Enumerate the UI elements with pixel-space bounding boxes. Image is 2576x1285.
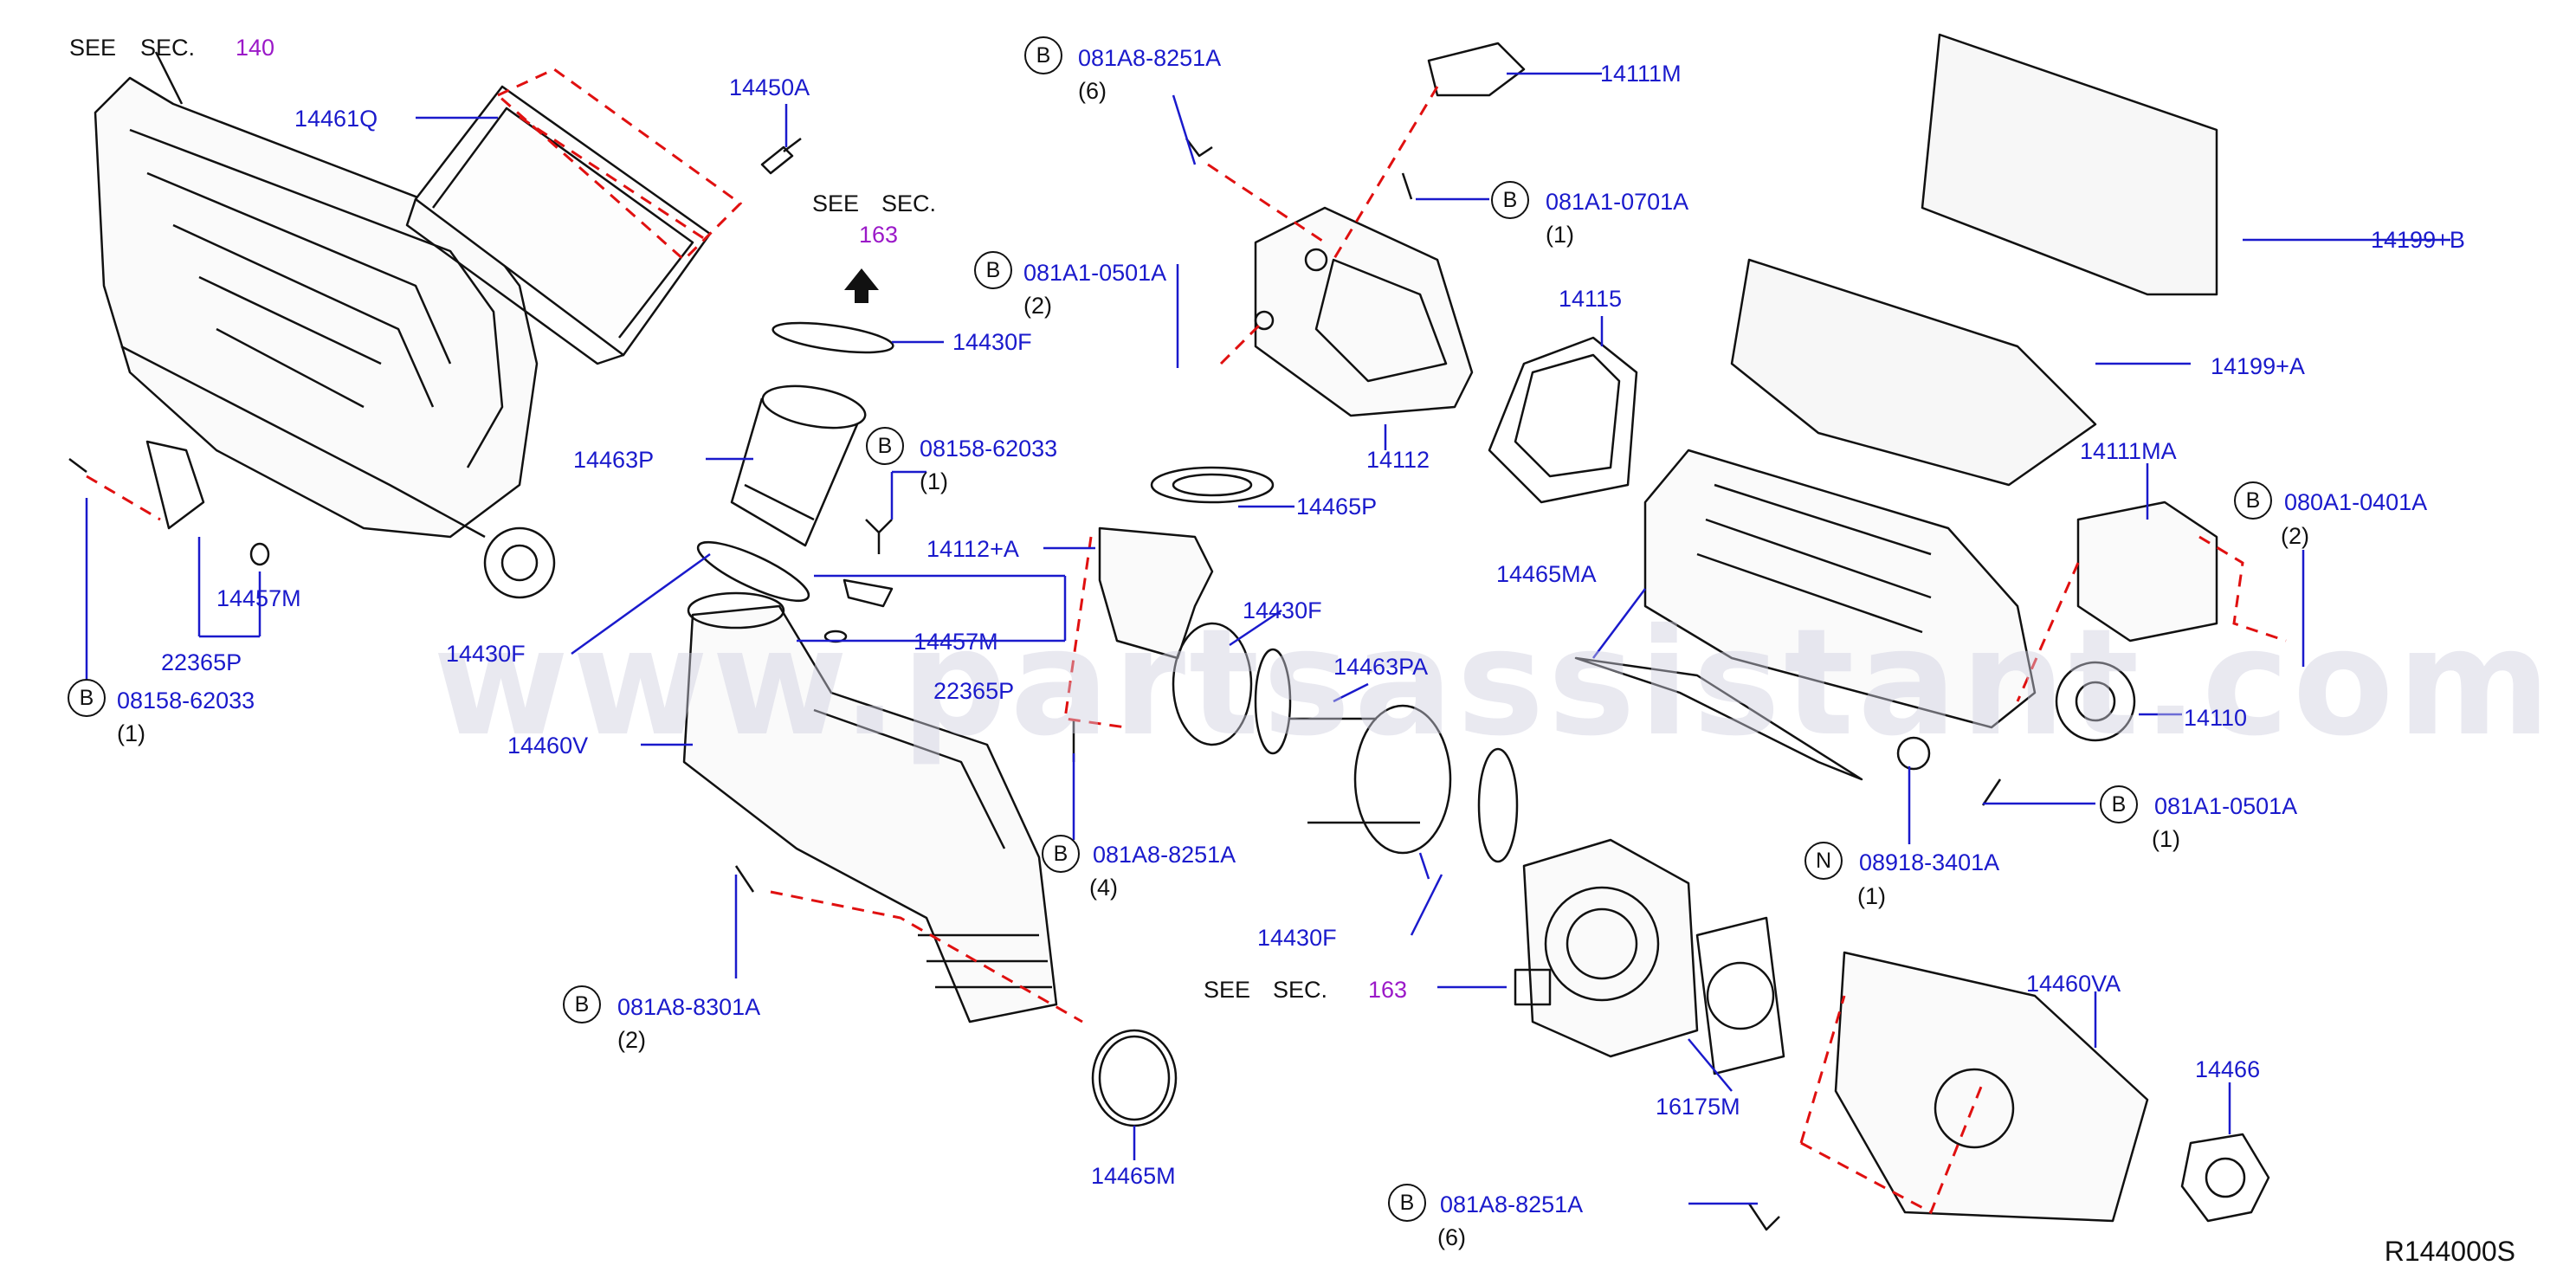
part-14430f[interactable]: 14430F [952,329,1032,355]
sensor-22365p-drawing [68,440,894,643]
air-duct-14460v-drawing [682,591,1058,1023]
see-text: SEE [812,190,860,216]
nut-badge-n: N [1804,842,1843,880]
fastener-08158-62033[interactable]: 08158-62033 [920,436,1058,462]
throttle-body-drawing [1514,838,1699,1058]
fastener-qty: (6) [1437,1224,1466,1250]
part-14460va[interactable]: 14460VA [2026,971,2121,997]
part-14460v[interactable]: 14460V [507,733,589,759]
part-22365p[interactable]: 22365P [161,649,242,675]
bolt-badge-b: B [68,679,106,717]
section-ref-163-top[interactable]: 163 [859,222,899,248]
bolt-14450a-drawing [760,138,802,175]
fastener-qty: (2) [2281,523,2309,549]
section-ref-163-bottom[interactable]: 163 [1368,977,1408,1003]
part-14199b[interactable]: 14199+B [2371,227,2465,253]
part-14430f[interactable]: 14430F [1243,597,1322,623]
fastener-081a8-8251a[interactable]: 081A8-8251A [1078,45,1222,71]
part-14457m[interactable]: 14457M [914,629,998,655]
watermark: www.partsassistant.com [433,597,2554,769]
part-14115[interactable]: 14115 [1559,286,1623,312]
sec-text: SEC. [881,190,937,216]
intake-manifold-drawing [94,51,556,599]
fastener-081a1-0501a[interactable]: 081A1-0501A [1023,260,1167,286]
part-14463p[interactable]: 14463P [573,447,655,473]
fastener-qty: (1) [117,720,145,746]
part-14466[interactable]: 14466 [2195,1056,2261,1082]
part-16175m[interactable]: 16175M [1656,1094,1740,1120]
part-14111ma[interactable]: 14111MA [2080,438,2177,464]
fastener-qty: (4) [1089,875,1118,901]
part-14465m[interactable]: 14465M [1091,1163,1176,1189]
part-14112[interactable]: 14112 [1366,447,1430,473]
bolt-badge-b: B [1042,835,1080,873]
fastener-081a8-8251a[interactable]: 081A8-8251A [1440,1191,1584,1217]
part-14465p[interactable]: 14465P [1296,494,1378,520]
part-14112a[interactable]: 14112+A [926,536,1019,562]
sec-text: SEC. [140,35,196,61]
fastener-qty: (1) [1857,883,1886,909]
duct-14463p-drawing [730,384,867,547]
bolt-badge-b: B [563,985,601,1023]
fastener-qty: (1) [2152,826,2180,852]
supercharger-cover-drawing [1730,33,2218,487]
part-14199a[interactable]: 14199+A [2211,353,2305,379]
part-14457m[interactable]: 14457M [216,585,301,611]
fastener-08158-62033[interactable]: 08158-62033 [117,688,255,714]
part-14461q[interactable]: 14461Q [294,106,378,132]
fastener-081a8-8301a[interactable]: 081A8-8301A [617,994,761,1020]
outlet-housing-14112-drawing [1254,206,1474,417]
fastener-08918-3401a[interactable]: 08918-3401A [1859,849,2000,875]
fastener-qty: (2) [1023,293,1052,319]
bolt-badge-b: B [1388,1184,1426,1222]
bolt-badge-b: B [2234,481,2272,520]
fastener-081a1-0501a[interactable]: 081A1-0501A [2154,793,2298,819]
fastener-qty: (1) [1546,222,1574,248]
bolt-badge-b: B [974,251,1012,289]
bolt-badge-b: B [1024,36,1062,74]
part-14450a[interactable]: 14450A [729,74,810,100]
fastener-080a1-0401a[interactable]: 080A1-0401A [2284,489,2428,515]
fastener-081a1-0701a[interactable]: 081A1-0701A [1546,189,1689,215]
part-14465ma[interactable]: 14465MA [1496,561,1597,587]
part-14111m[interactable]: 14111M [1600,61,1682,87]
part-22365p[interactable]: 22365P [933,678,1015,704]
section-ref-140[interactable]: 140 [236,35,275,61]
fastener-081a8-8251a[interactable]: 081A8-8251A [1093,842,1236,868]
supercharger-14110-drawing [1643,449,2136,742]
bolt-badge-b: B [866,427,904,465]
bolt-badge-b: B [1491,181,1529,219]
sec-text: SEC. [1273,977,1328,1003]
bolt-badge-b: B [2100,785,2138,823]
fastener-qty: (6) [1078,78,1107,104]
fastener-qty: (1) [920,468,948,494]
see-text: SEE [1204,977,1251,1003]
part-14430f[interactable]: 14430F [446,641,526,667]
see-text: SEE [69,35,117,61]
part-14463pa[interactable]: 14463PA [1333,654,1429,680]
part-14430f[interactable]: 14430F [1257,925,1337,951]
diagram-reference-code: R144000S [2384,1236,2515,1267]
fastener-qty: (2) [617,1027,646,1053]
part-14110[interactable]: 14110 [2184,705,2248,731]
